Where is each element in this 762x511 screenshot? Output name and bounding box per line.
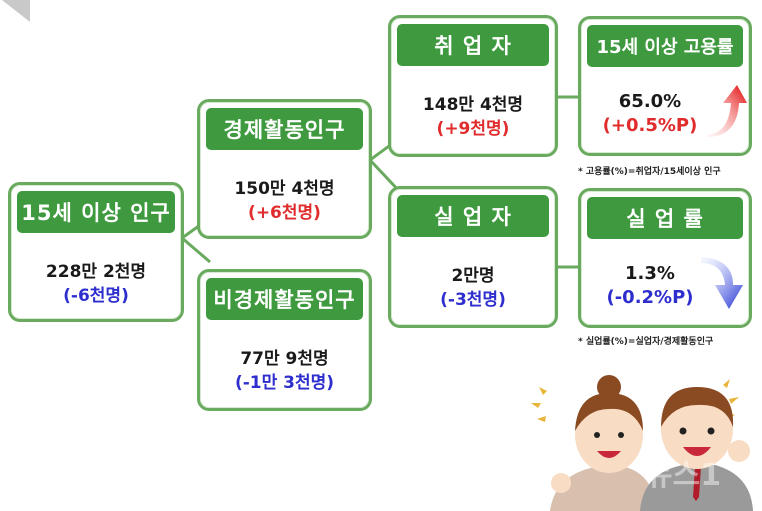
- node-value: 2만명: [451, 266, 495, 286]
- node-change: (-3천명): [440, 290, 506, 310]
- node-title: 비경제활동인구: [206, 278, 363, 320]
- node-title: 실 업 률: [587, 197, 743, 239]
- node-title: 실 업 자: [397, 195, 549, 237]
- node-population-15plus: 15세 이상 인구 228만 2천명 (-6천명): [8, 182, 184, 322]
- node-title: 취 업 자: [397, 24, 549, 66]
- cheering-workers-illustration: 뉴스1: [531, 375, 753, 511]
- node-title: 15세 이상 고용률: [587, 25, 743, 67]
- arrow-down-icon: [701, 257, 743, 309]
- node-value: 148만 4천명: [422, 95, 524, 115]
- node-unemployment-rate: 실 업 률 1.3% (-0.2%P): [578, 188, 752, 328]
- node-employed: 취 업 자 148만 4천명 (+9천명): [388, 15, 558, 157]
- node-change: (+0.5%P): [602, 115, 698, 136]
- node-change: (+9천명): [436, 119, 510, 139]
- node-unemployed: 실 업 자 2만명 (-3천명): [388, 186, 558, 328]
- node-employment-rate: 15세 이상 고용률 65.0% (+0.5%P): [578, 16, 752, 156]
- node-value: 65.0%: [618, 91, 682, 112]
- watermark: 뉴스1: [645, 458, 721, 493]
- node-value: 77만 9천명: [240, 349, 329, 369]
- node-change: (+6천명): [248, 203, 321, 223]
- node-change: (-1만 3천명): [234, 373, 335, 393]
- corner-decoration: [2, 0, 30, 22]
- node-value: 228만 2천명: [45, 262, 147, 282]
- node-title: 15세 이상 인구: [17, 191, 175, 233]
- node-value: 150만 4천명: [234, 179, 335, 199]
- arrow-up-icon: [707, 85, 747, 137]
- node-change: (-6천명): [63, 286, 129, 306]
- unemployment-rate-formula: * 실업률(%)=실업자/경제활동인구: [578, 337, 714, 347]
- node-economically-inactive: 비경제활동인구 77만 9천명 (-1만 3천명): [197, 269, 372, 411]
- node-value: 1.3%: [625, 263, 675, 284]
- node-title: 경제활동인구: [206, 108, 363, 150]
- node-economically-active: 경제활동인구 150만 4천명 (+6천명): [197, 99, 372, 239]
- employment-rate-formula: * 고용률(%)=취업자/15세이상 인구: [578, 167, 721, 177]
- node-change: (-0.2%P): [606, 287, 694, 308]
